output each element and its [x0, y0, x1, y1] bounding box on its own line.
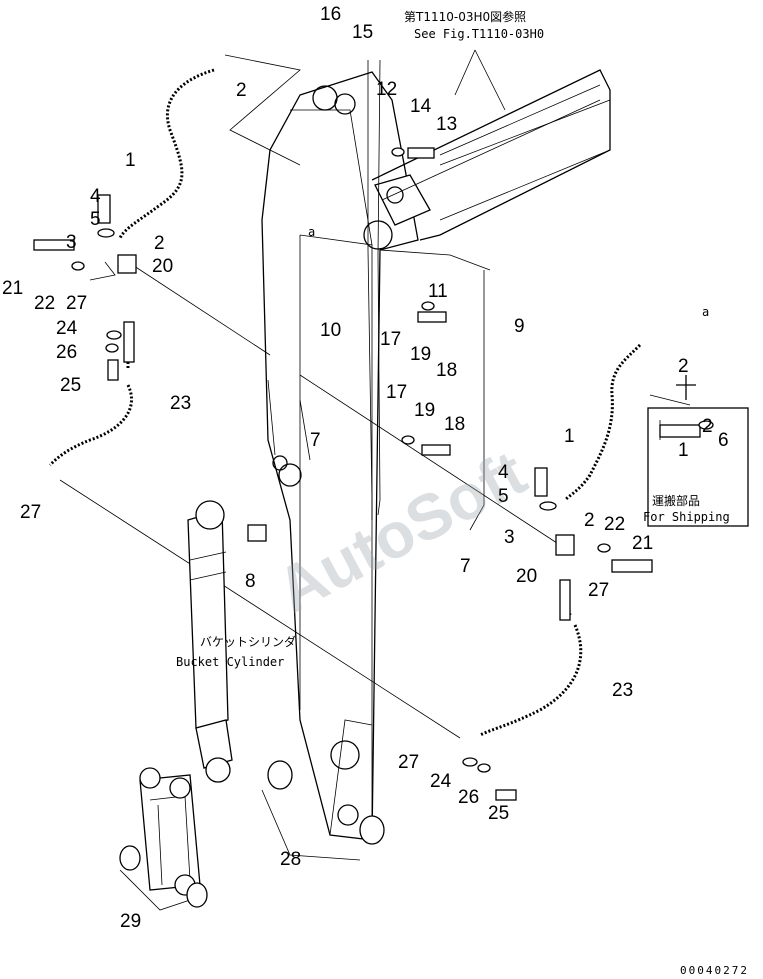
callout: 21 [632, 533, 653, 554]
drawing-code: 00040272 [680, 964, 749, 977]
callout: 27 [588, 580, 609, 601]
callout: 3 [66, 232, 77, 253]
callout: 17 [380, 329, 401, 350]
ref-a-right: a [702, 305, 709, 319]
callout: 1 [125, 150, 136, 171]
callout: 9 [514, 316, 525, 337]
callout: 13 [436, 114, 457, 135]
callout: 2 [236, 80, 247, 101]
bucket-cyl-en: Bucket Cylinder [176, 655, 284, 669]
callout: 28 [280, 849, 301, 870]
callout: 2 [154, 233, 165, 254]
bucket-cyl-jp: バケットシリンダ [200, 634, 296, 649]
shipping-en: For Shipping [643, 510, 730, 524]
callout: 3 [504, 527, 515, 548]
callouts: 16 15 12 14 13 2 1 4 5 3 2 21 20 22 27 2… [2, 4, 729, 932]
callout: 5 [90, 209, 101, 230]
callout: 14 [410, 96, 432, 117]
callout: 27 [398, 752, 419, 773]
callout: 1 [678, 440, 689, 461]
callout: 15 [352, 22, 373, 43]
callout: 8 [245, 571, 256, 592]
callout: 16 [320, 4, 341, 25]
callout: 22 [604, 514, 625, 535]
callout: 10 [320, 320, 341, 341]
fittings [33, 147, 714, 801]
callout: 17 [386, 382, 407, 403]
callout: 2 [584, 510, 595, 531]
callout: 7 [310, 430, 321, 451]
callout: 26 [56, 342, 77, 363]
callout: 12 [376, 79, 397, 100]
callout: 5 [498, 486, 509, 507]
callout: 23 [170, 393, 191, 414]
callout: 22 [34, 293, 55, 314]
watermark: AutoSoft [265, 436, 537, 626]
callout: 7 [460, 556, 471, 577]
callout: 27 [66, 293, 87, 314]
callout: 6 [718, 430, 729, 451]
ref-a-top: a [308, 225, 315, 239]
arm-body [261, 71, 419, 841]
callout: 11 [428, 281, 448, 302]
callout: 20 [152, 256, 173, 277]
callout: 25 [60, 375, 81, 396]
hoses [48, 59, 642, 737]
callout: 29 [120, 911, 141, 932]
see-fig-jp: 第T1110-03H0図参照 [404, 9, 526, 24]
boom-section [371, 69, 611, 271]
callout: 4 [90, 186, 101, 207]
callout: 21 [2, 278, 23, 299]
shipping-box [647, 375, 749, 527]
callout: 24 [56, 318, 78, 339]
see-fig-en: See Fig.T1110-03H0 [414, 27, 544, 41]
link-assembly [139, 767, 201, 896]
callout: 18 [436, 360, 457, 381]
callout: 20 [516, 566, 537, 587]
callout: 18 [444, 414, 465, 435]
callout: 2 [678, 356, 689, 377]
callout: 19 [414, 400, 435, 421]
callout: 4 [498, 462, 509, 483]
callout: 1 [564, 426, 575, 447]
callout: 26 [458, 787, 479, 808]
shims [119, 760, 385, 908]
callout: 19 [410, 344, 431, 365]
callout: 2 [702, 416, 713, 437]
callout: 25 [488, 803, 509, 824]
callout: 23 [612, 680, 633, 701]
callout: 24 [430, 771, 452, 792]
leader-lines [59, 49, 691, 911]
shipping-jp: 運搬部品 [652, 493, 700, 508]
callout: 27 [20, 502, 41, 523]
bucket-cylinder [187, 500, 233, 783]
